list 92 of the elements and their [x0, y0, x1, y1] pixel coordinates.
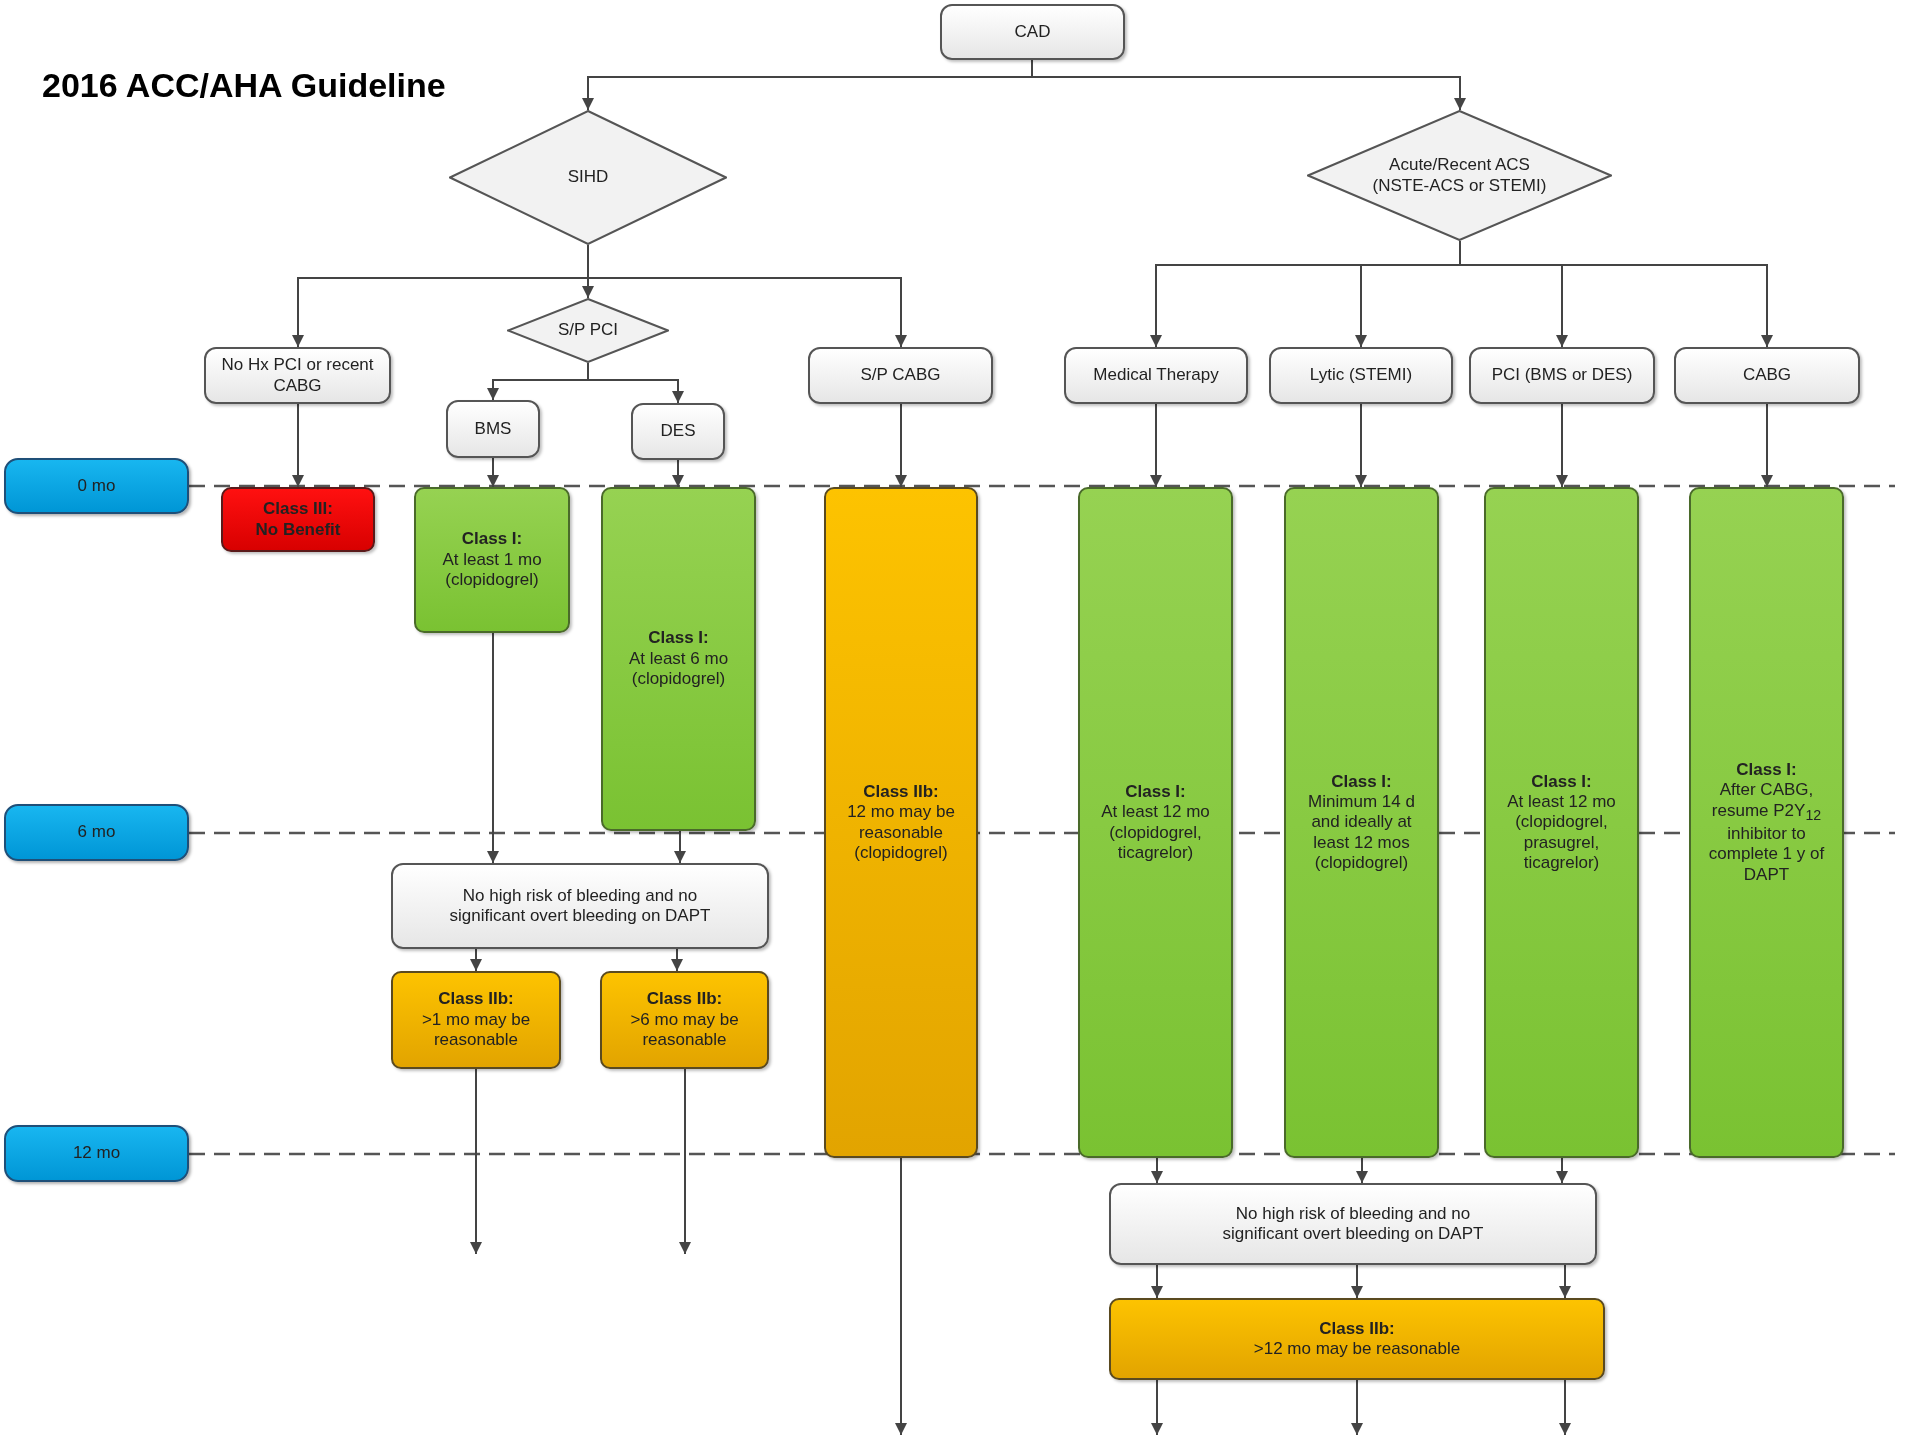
node-text: No Benefit — [255, 519, 341, 540]
class-heading: Class IIb: — [863, 781, 939, 803]
arrow — [674, 830, 686, 864]
time-marker-pill — [4, 458, 189, 514]
recommendation-box — [1078, 487, 1233, 1158]
recommendation-box — [1109, 1298, 1605, 1380]
recommendation-box — [414, 487, 570, 633]
class-heading: Class I: — [1531, 771, 1592, 792]
node-text: Lytic (STEMI) — [1309, 365, 1413, 386]
arrow — [1355, 403, 1367, 488]
arrow — [1351, 1264, 1363, 1299]
recommendation-box — [1284, 487, 1439, 1158]
arrow — [1151, 1264, 1163, 1299]
node-text: PCI (BMS or DES) — [1491, 365, 1633, 386]
class-heading: Class IIb: — [1319, 1318, 1395, 1339]
arrow — [292, 403, 304, 488]
recommendation-box — [600, 971, 769, 1069]
class-heading: Class IIb: — [438, 989, 514, 1010]
recommendation-box — [1689, 487, 1844, 1158]
time-marker-pill — [4, 1125, 189, 1182]
arrow — [1151, 1379, 1163, 1436]
process-box — [1109, 1183, 1597, 1265]
arrow — [1556, 403, 1568, 488]
node-text: CABG — [1742, 365, 1792, 386]
decision-diamond — [449, 110, 727, 245]
class-heading: Class III: — [263, 499, 333, 520]
arrow — [895, 1157, 907, 1436]
process-box — [808, 347, 993, 404]
arrow — [1151, 1157, 1163, 1184]
recommendation-box — [391, 971, 561, 1069]
arrow — [470, 1068, 482, 1255]
process-box — [1469, 347, 1655, 404]
process-box — [1269, 347, 1453, 404]
arrow — [1356, 1157, 1368, 1184]
title: 2016 ACC/AHA Guideline — [42, 66, 446, 105]
arrow — [895, 403, 907, 488]
node-text: 12 mo may be reasonable (clopidogrel) — [846, 802, 956, 864]
arrow — [1559, 1379, 1571, 1436]
recommendation-box — [824, 487, 978, 1158]
node-text: S/P CABG — [860, 365, 941, 386]
time-marker-pill — [4, 804, 189, 861]
recommendation-box — [601, 487, 756, 831]
process-box — [204, 347, 391, 404]
node-text: >6 mo may be reasonable — [629, 1009, 740, 1051]
arrow — [1559, 1264, 1571, 1299]
node-text: S/P PCI — [557, 320, 619, 341]
process-box — [940, 4, 1125, 60]
node-text: DES — [660, 421, 696, 442]
node-text: Minimum 14 d and ideally at least 12 mos (clopidogrel) — [1307, 791, 1416, 874]
node-text: No high risk of bleeding and no significant overt bleeding on DAPT — [1221, 1203, 1485, 1245]
node-text: 12 mo — [72, 1143, 121, 1164]
class-heading: Class I: — [1736, 759, 1797, 781]
class-heading: Class I: — [1125, 781, 1186, 803]
decision-diamond — [507, 298, 669, 363]
arrow — [1150, 403, 1162, 488]
class-heading: Class IIb: — [646, 989, 723, 1010]
recommendation-box — [1484, 487, 1639, 1158]
arrow — [1351, 1379, 1363, 1436]
recommendation-box — [221, 487, 375, 552]
class-heading: Class I: — [461, 529, 523, 550]
node-text: 0 mo — [77, 475, 116, 497]
node-text: At least 6 mo (clopidogrel) — [627, 648, 730, 690]
process-box — [1064, 347, 1248, 404]
process-box — [391, 863, 769, 949]
node-text: No Hx PCI or recent CABG — [220, 355, 375, 396]
node-text: After CABG, resume P2Y$_{12}$ inhibitor to complete 1 y of DAPT — [1707, 780, 1826, 886]
class-heading: Class I: — [1331, 771, 1392, 792]
arrow — [672, 459, 684, 488]
node-text: At least 12 mo (clopidogrel, prasugrel, ticagrelor) — [1506, 791, 1617, 874]
decision-diamond — [1307, 110, 1612, 241]
node-text: CAD — [1014, 21, 1051, 43]
arrow — [1761, 403, 1773, 488]
node-text: BMS — [474, 418, 512, 440]
process-box — [1674, 347, 1860, 404]
arrow — [487, 632, 499, 864]
node-text: >1 mo may be reasonable — [420, 1009, 532, 1051]
node-text: Acute/Recent ACS (NSTE-ACS or STEMI) — [1371, 155, 1548, 196]
node-text: At least 12 mo (clopidogrel, ticagrelor) — [1100, 802, 1211, 864]
arrow — [470, 948, 482, 972]
node-text: No high risk of bleeding and no significant overt bleeding on DAPT — [448, 885, 712, 927]
arrow — [671, 948, 683, 972]
process-box — [446, 400, 540, 458]
node-text: >12 mo may be reasonable — [1253, 1339, 1461, 1360]
arrow — [487, 457, 499, 488]
node-text: Medical Therapy — [1093, 365, 1219, 386]
node-text: 6 mo — [77, 822, 116, 843]
arrow — [1556, 1157, 1568, 1184]
class-heading: Class I: — [648, 628, 709, 649]
process-box — [631, 403, 725, 460]
arrow — [679, 1068, 691, 1255]
node-text: SIHD — [567, 167, 609, 188]
node-text: At least 1 mo (clopidogrel) — [441, 549, 543, 591]
